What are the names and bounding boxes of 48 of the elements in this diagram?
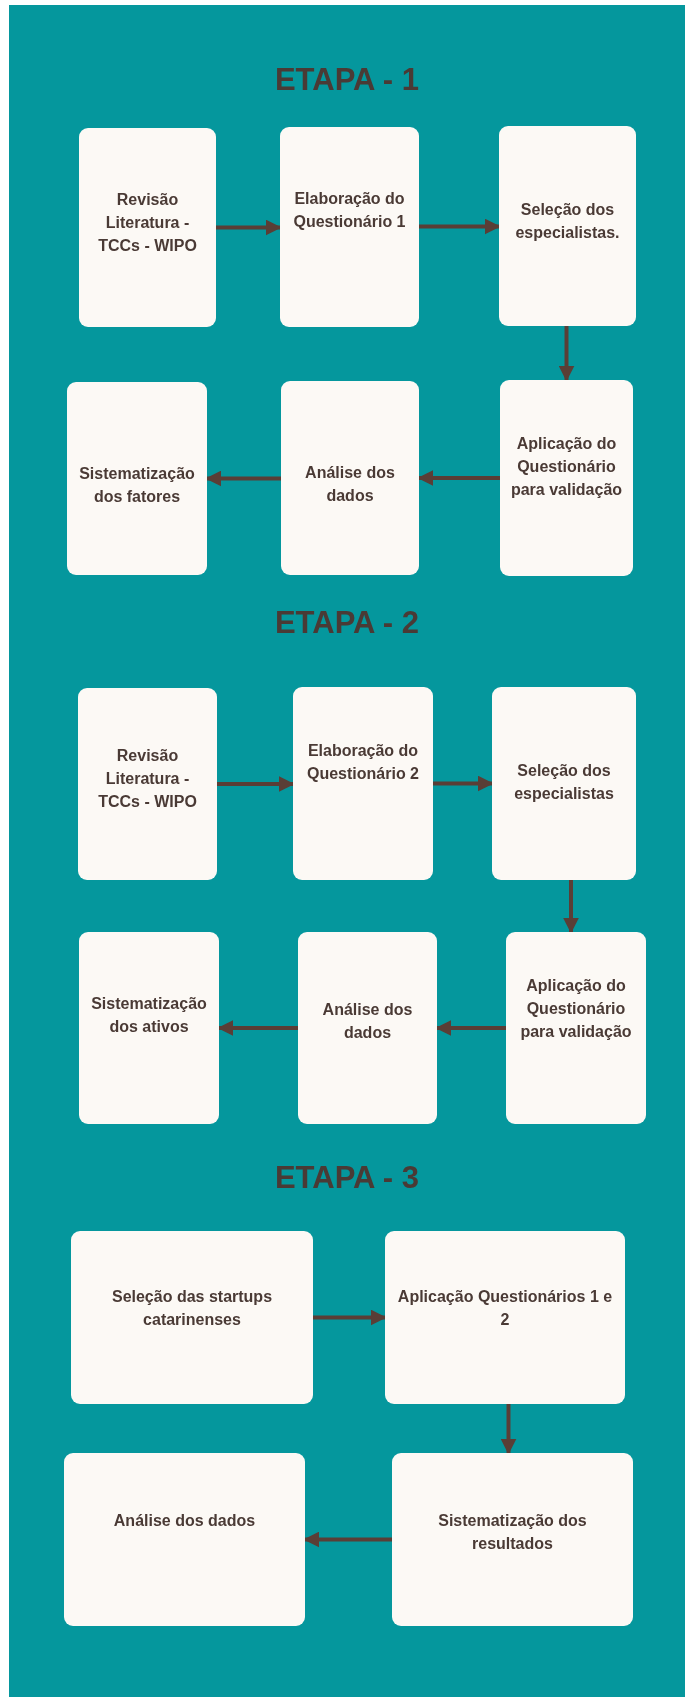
stage-heading: ETAPA - 1 (273, 62, 421, 98)
process-card (385, 1231, 625, 1404)
process-card (78, 688, 217, 880)
process-card (506, 932, 646, 1124)
process-card (293, 687, 433, 880)
arrow (217, 1020, 298, 1036)
arrow (563, 880, 579, 934)
card-text: Análise dos dados (321, 1000, 414, 1044)
stage-heading: ETAPA - 2 (273, 605, 421, 641)
arrow (433, 775, 494, 792)
arrow (500, 1404, 517, 1455)
card-text: Aplicação do Questionário para validação (519, 976, 633, 1043)
process-card (492, 687, 636, 880)
process-card (79, 128, 216, 327)
process-card (500, 380, 633, 576)
arrow (419, 218, 501, 235)
arrow (313, 1309, 387, 1326)
process-card (79, 932, 219, 1124)
arrow (417, 470, 500, 486)
card-text: Revisão Literatura -TCCs - WIPO (97, 746, 198, 813)
process-card (280, 127, 419, 327)
stage-heading: ETAPA - 3 (273, 1160, 421, 1196)
arrow (217, 776, 295, 792)
card-text: Seleção dos especialistas (513, 761, 615, 805)
arrow (303, 1531, 392, 1548)
card-text: Aplicação Questionários 1 e 2 (396, 1287, 614, 1331)
arrow (216, 219, 282, 236)
card-text: Análise dos dados (304, 463, 396, 507)
process-card (64, 1453, 305, 1626)
card-text: Seleção das startups catarinenses (110, 1287, 274, 1331)
card-text: Sistematização dos fatores (78, 464, 196, 508)
process-card (392, 1453, 633, 1626)
card-text: Elaboração do Questionário 1 (292, 189, 407, 233)
card-text: Sistematização dos ativos (90, 994, 208, 1038)
process-card (499, 126, 636, 326)
arrow (558, 326, 575, 382)
process-card (298, 932, 437, 1124)
card-text: Revisão Literatura -TCCs - WIPO (97, 190, 198, 257)
card-text: Análise dos dados (113, 1511, 256, 1531)
arrow (205, 470, 281, 487)
process-card (281, 381, 419, 575)
card-text: Seleção dos especialistas. (514, 200, 621, 244)
card-text: Elaboração do Questionário 2 (306, 741, 420, 785)
card-text: Sistematização dos resultados (437, 1511, 588, 1555)
arrow (435, 1020, 506, 1036)
process-card (71, 1231, 313, 1404)
card-text: Aplicação do Questionário para validação (509, 434, 624, 501)
process-card (67, 382, 207, 575)
